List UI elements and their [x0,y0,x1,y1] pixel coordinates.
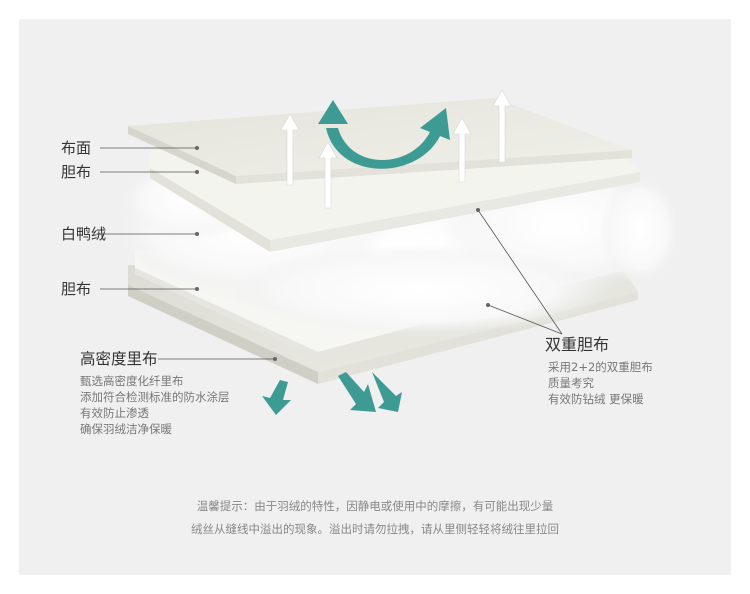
label-face-fabric: 布面 [61,139,92,157]
leader-lines [100,147,563,360]
lining-line: 确保羽绒洁净保暖 [80,422,172,436]
notice-line-2: 绒丝从缝线中溢出的现象。溢出时请勿拉拽，请从里侧轻轻将绒往里拉回 [191,522,559,536]
waterproof-arrows-icon [262,372,402,415]
double-liner-line: 采用2+2的双重胆布 [548,360,653,374]
double-liner-line: 质量考究 [548,376,594,390]
notice: 温馨提示：由于羽绒的特性，因静电或使用中的摩擦，有可能出现少量 绒丝从缝线中溢出… [0,495,750,541]
label-double-liner-title: 双重胆布 [545,335,610,354]
face-fabric-layer [128,98,632,184]
label-liner-top: 胆布 [61,163,92,181]
leader-dots [195,146,490,361]
double-liner-description: 采用2+2的双重胆布 质量考究 有效防钻绒 更保暖 [548,359,653,407]
double-liner-line: 有效防钻绒 更保暖 [548,392,644,406]
airflow-curved-arrow-icon [318,100,450,169]
notice-line-1: 温馨提示：由于羽绒的特性，因静电或使用中的摩擦，有可能出现少量 [196,499,554,513]
label-white-duck-down: 白鸭绒 [61,225,107,243]
lining-line: 有效防止渗透 [80,406,149,420]
lining-description: 甄选高密度化纤里布 添加符合检测标准的防水涂层 有效防止渗透 确保羽绒洁净保暖 [80,373,230,437]
label-lining-title: 高密度里布 [80,350,158,368]
breathability-arrows [280,89,512,209]
lining-line: 添加符合检测标准的防水涂层 [80,390,230,404]
lining-line: 甄选高密度化纤里布 [80,374,184,388]
label-liner-bottom: 胆布 [61,280,92,298]
